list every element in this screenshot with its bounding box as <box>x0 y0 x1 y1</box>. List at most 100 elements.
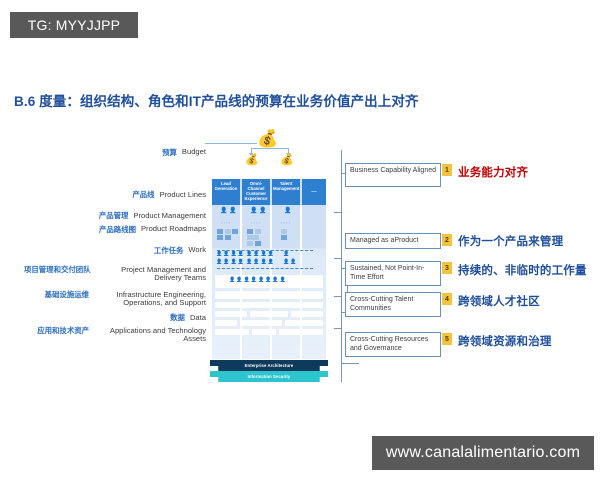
principle-badge-4: 4 <box>442 293 452 305</box>
budget-split-line <box>251 148 289 149</box>
product-manager-icons: 👤 <box>284 208 292 214</box>
label-row: 产品路线图 Product Roadmaps <box>24 225 206 234</box>
label-row: 预算 Budget <box>24 147 206 157</box>
asset-block <box>215 311 247 317</box>
column-header-talent-management[interactable]: Talent Management <box>272 179 300 205</box>
arrow-down-icon <box>248 153 253 156</box>
label-cn: 应用和技术资产 <box>37 326 89 336</box>
label-cn: 工作任务 <box>153 245 184 255</box>
label-en: Data <box>189 312 206 322</box>
shared-talent-row: 👤👤👤👤👤👤👤👤 <box>215 275 323 288</box>
principle-badge-2: 2 <box>442 234 452 246</box>
asset-block <box>250 311 288 317</box>
label-en: Product Lines <box>159 189 206 199</box>
money-bag-icon: 💰 <box>245 154 259 166</box>
bracket-spine <box>341 150 342 382</box>
delivery-team-icons: 👤👤 <box>283 259 297 265</box>
enterprise-architecture-arrow: Enterprise Architecture <box>210 360 328 371</box>
money-bag-icon: 💰 <box>280 154 294 166</box>
label-cn: 产品管理 <box>98 211 129 221</box>
asset-block <box>252 329 276 335</box>
bracket-tick <box>334 296 341 297</box>
label-cn: 产品路线图 <box>99 224 136 234</box>
column-header-more[interactable]: … <box>302 179 326 205</box>
label-row: 产品管理 Product Management <box>24 210 206 221</box>
label-en: Product Management <box>133 210 206 220</box>
asset-block <box>215 320 237 326</box>
principle-box-2[interactable]: Managed as aProduct <box>345 233 441 249</box>
budget-branch-line <box>251 148 252 155</box>
principle-badge-3: 3 <box>442 262 452 274</box>
bracket-stub-3 <box>347 280 348 299</box>
label-cn: 项目管理和交付团队 <box>24 265 91 275</box>
arrow-down-icon <box>285 153 290 156</box>
label-en: Product Roadmaps <box>140 224 206 234</box>
label-row: 数据 Data <box>24 312 206 323</box>
telegram-watermark: TG: MYYJJPP <box>10 12 138 38</box>
left-label-column: 预算 Budget 产品线 Product Lines 产品管理 Product… <box>24 147 207 344</box>
bracket-tick <box>334 212 341 213</box>
principle-cn-3: 持续的、非临时的工作量 <box>458 265 587 277</box>
asset-block <box>285 320 323 326</box>
label-en: Work <box>188 245 206 255</box>
principle-box-4[interactable]: Cross-Cutting Talent Communities <box>345 292 441 317</box>
bracket-lead-5 <box>341 363 359 364</box>
column-header-lead-generation[interactable]: Lead Generation <box>212 179 240 205</box>
work-task-blocks <box>217 229 238 240</box>
delivery-team-icons: 👤👤👤👤 <box>216 251 244 257</box>
label-row: 基础设施运维 Infrastructure Engineering, Opera… <box>24 289 207 308</box>
principle-badge-1: 1 <box>442 164 452 176</box>
label-row: 产品线 Product Lines <box>24 189 206 200</box>
budget-branch-line <box>288 148 289 155</box>
principle-cn-4: 跨领域人才社区 <box>458 296 540 308</box>
principle-box-1[interactable]: Business Capability Aligned <box>345 163 441 187</box>
principle-cn-5: 跨领域资源和治理 <box>458 336 552 348</box>
roadmap-timeline-marks: ▪▪▪▪ <box>281 220 292 225</box>
principle-cn-1: 业务能力对齐 <box>458 167 529 179</box>
label-en: Infrastructure Engineering, Operations, … <box>116 289 207 308</box>
product-manager-icons: 👤👤 <box>250 208 267 214</box>
asset-block <box>279 329 323 335</box>
product-line-columns: Lead Generation Omni-Channel Customer Ex… <box>212 179 326 205</box>
asset-block <box>215 329 249 335</box>
label-en: Applications and Technology Assets <box>109 325 206 344</box>
talent-community-bracket <box>217 250 313 252</box>
talent-community-bracket <box>217 268 313 270</box>
label-en: Project Management and Delivery Teams <box>121 264 206 283</box>
budget-inflow-line <box>205 143 257 144</box>
roadmap-timeline-marks: ▪▪▪▪ <box>251 220 262 225</box>
label-cn: 预算 <box>162 147 177 157</box>
label-cn: 数据 <box>170 313 185 323</box>
principle-box-5[interactable]: Cross-Cutting Resources and Governance <box>345 332 441 357</box>
delivery-team-icons: 👤 <box>283 251 290 257</box>
asset-block <box>291 311 323 317</box>
label-cn: 产品线 <box>132 190 155 200</box>
principle-cn-2: 作为一个产品来管理 <box>458 236 564 248</box>
shared-talent-icons: 👤👤👤👤👤👤👤👤 <box>229 277 286 283</box>
label-row: 工作任务 Work <box>24 246 206 255</box>
work-task-blocks <box>281 229 287 240</box>
product-manager-icons: 👤👤 <box>220 208 237 214</box>
data-row <box>215 302 323 308</box>
delivery-team-icons: 👤👤👤👤 <box>216 259 244 265</box>
bracket-tick <box>334 328 341 329</box>
label-en: Budget <box>181 147 206 156</box>
column-header-omni-channel[interactable]: Omni-Channel Customer Experience <box>242 179 270 205</box>
work-task-blocks <box>247 229 261 246</box>
bracket-tick <box>334 258 341 259</box>
roadmap-timeline-marks: ▪▪▪▪ <box>221 220 232 225</box>
information-security-arrow: Information Security <box>210 371 328 382</box>
asset-block <box>240 320 282 326</box>
label-cn: 基础设施运维 <box>44 290 89 300</box>
label-row: 应用和技术资产 Applications and Technology Asse… <box>24 325 206 344</box>
label-row: 项目管理和交付团队 Project Management and Deliver… <box>24 264 206 283</box>
principle-badge-5: 5 <box>442 333 452 345</box>
delivery-team-icons: 👤👤👤👤 <box>246 259 274 265</box>
principle-box-3[interactable]: Sustained, Not Point-In-Time Effort <box>345 261 441 286</box>
page-title: B.6 度量：组织结构、角色和IT产品线的预算在业务价值产出上对齐 <box>14 94 419 109</box>
budget-money-bag-icon: 💰 <box>257 129 279 148</box>
product-line-diagram: 💰 💰 💰 Lead Generation Omni-Channel Custo… <box>205 128 333 382</box>
delivery-team-icons: 👤👤👤👤 <box>246 251 274 257</box>
site-watermark: www.canalalimentario.com <box>372 436 594 470</box>
infrastructure-row <box>215 291 323 299</box>
